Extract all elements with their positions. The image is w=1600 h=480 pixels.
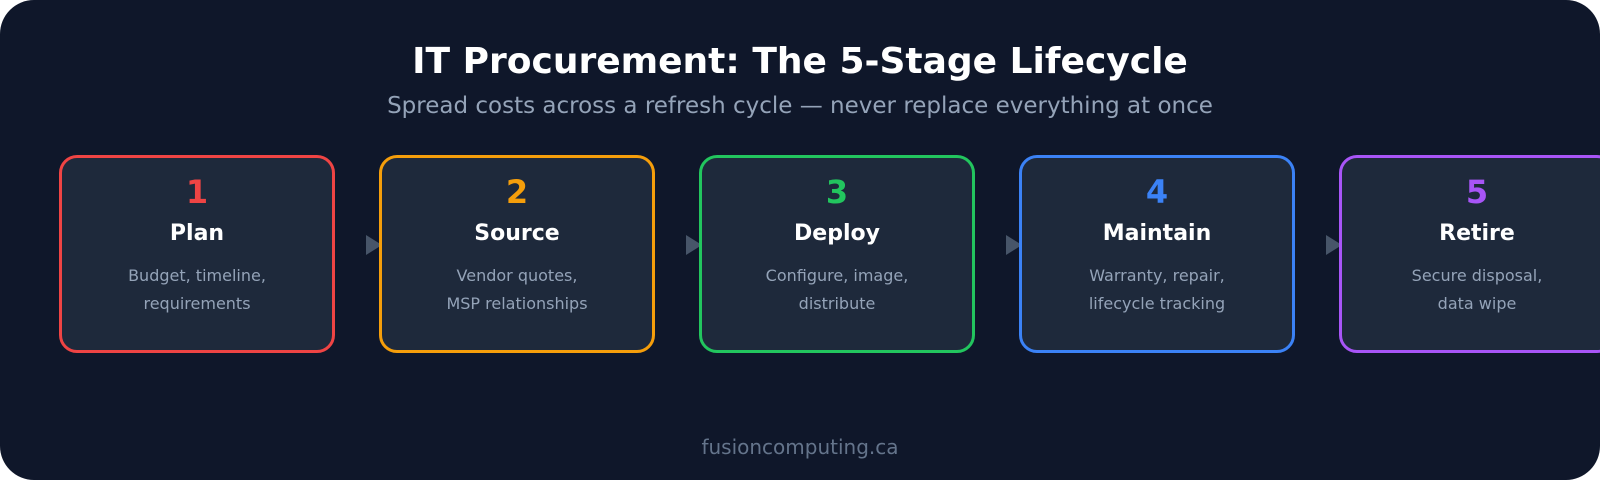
stage-description: Budget, timeline, requirements [77,262,317,318]
stage-description-line: Budget, timeline, [128,266,266,285]
diagram-subtitle: Spread costs across a refresh cycle — ne… [387,93,1213,119]
stage-name: Retire [1439,221,1515,246]
stage-source-card: 2 Source Vendor quotes, MSP relationship… [379,155,655,353]
stage-number: 4 [1145,173,1169,211]
diagram-title: IT Procurement: The 5-Stage Lifecycle [412,41,1188,82]
stage-name: Maintain [1102,221,1212,246]
stage-name: Deploy [794,221,880,246]
stage-plan-card: 1 Plan Budget, timeline, requirements [59,155,335,353]
stage-description: Vendor quotes, MSP relationships [397,262,637,318]
stage-description-line: Configure, image, [765,266,909,285]
stage-deploy-card: 3 Deploy Configure, image, distribute [699,155,975,353]
stage-description-line: Vendor quotes, [456,266,578,285]
stage-description-line: lifecycle tracking [1088,294,1226,313]
stage-description-line: Secure disposal, [1411,266,1543,285]
stage-number: 5 [1465,173,1489,211]
arrow-icon [366,235,382,255]
stage-description-line: distribute [798,294,876,313]
stage-description-line: requirements [143,294,251,313]
arrow-icon [1006,235,1022,255]
stage-maintain-card: 4 Maintain Warranty, repair, lifecycle t… [1019,155,1295,353]
stage-name: Source [474,221,560,246]
stage-number: 2 [505,173,529,211]
stage-description-line: MSP relationships [446,294,588,313]
stage-description: Secure disposal, data wipe [1357,262,1597,318]
stage-description: Warranty, repair, lifecycle tracking [1037,262,1277,318]
footer-website: fusioncomputing.ca [701,435,899,459]
stage-description-line: Warranty, repair, [1089,266,1225,285]
stage-description-line: data wipe [1437,294,1517,313]
arrow-icon [686,235,702,255]
stage-number: 3 [825,173,849,211]
stage-name: Plan [169,221,225,246]
stage-retire-card: 5 Retire Secure disposal, data wipe [1339,155,1600,353]
stage-description: Configure, image, distribute [717,262,957,318]
stage-number: 1 [185,173,209,211]
arrow-icon [1326,235,1342,255]
